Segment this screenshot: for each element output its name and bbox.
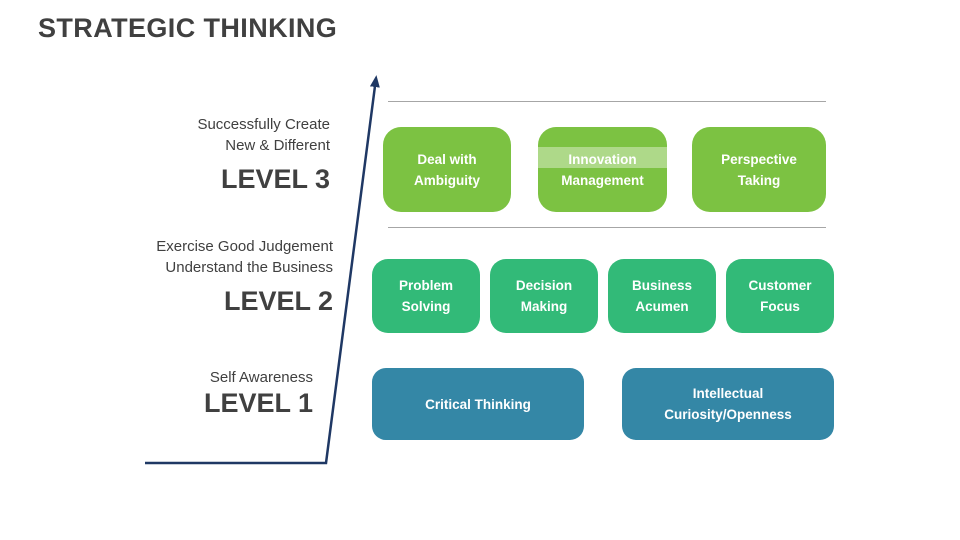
level-2-label-block: Exercise Good Judgement Understand the B… <box>156 236 333 316</box>
box-customer-focus: Customer Focus <box>726 259 834 333</box>
level-3-description-line-1: Successfully Create <box>197 116 330 133</box>
level-1-title: LEVEL 1 <box>203 388 313 418</box>
box-problem-solving-label: Problem Solving <box>398 278 453 314</box>
box-innovation-management: Innovation Management <box>538 127 667 212</box>
level-3-description-line-2: New & Different <box>225 137 330 154</box>
level-2-description-line-1: Exercise Good Judgement <box>156 238 333 255</box>
level-1-description-line-1: Self Awareness <box>209 369 313 386</box>
level-3-title: LEVEL 3 <box>220 164 330 194</box>
level-1-label-block: Self Awareness LEVEL 1 <box>204 367 313 418</box>
box-customer-focus-label: Customer Focus <box>748 278 812 314</box>
level-3-label-block: Successfully Create New & Different LEVE… <box>197 114 330 194</box>
box-business-acumen-label: Business Acumen <box>631 278 693 314</box>
highlight-band <box>538 147 667 168</box>
box-perspective-taking-label: Perspective Taking <box>721 151 797 188</box>
box-decision-making: Decision Making <box>490 259 598 333</box>
box-perspective-taking: Perspective Taking <box>692 127 826 212</box>
separator-line-top <box>388 101 826 102</box>
box-critical-thinking: Critical Thinking <box>372 368 584 440</box>
level-2-title: LEVEL 2 <box>223 286 333 316</box>
separator-line-middle <box>388 227 826 228</box>
box-decision-making-label: Decision Making <box>515 278 573 314</box>
box-intellectual-curiosity-openness-label: Intellectual Curiosity/Openness <box>664 386 792 422</box>
box-business-acumen: Business Acumen <box>608 259 716 333</box>
box-intellectual-curiosity-openness: Intellectual Curiosity/Openness <box>622 368 834 440</box>
box-critical-thinking-label: Critical Thinking <box>425 396 531 412</box>
level-2-description-line-2: Understand the Business <box>165 259 333 276</box>
box-deal-with-ambiguity: Deal with Ambiguity <box>383 127 511 212</box>
box-innovation-management-label: Innovation Management <box>561 151 644 188</box>
box-problem-solving: Problem Solving <box>372 259 480 333</box>
box-deal-with-ambiguity-label: Deal with Ambiguity <box>414 151 480 188</box>
slide-title: STRATEGIC THINKING <box>38 13 338 43</box>
